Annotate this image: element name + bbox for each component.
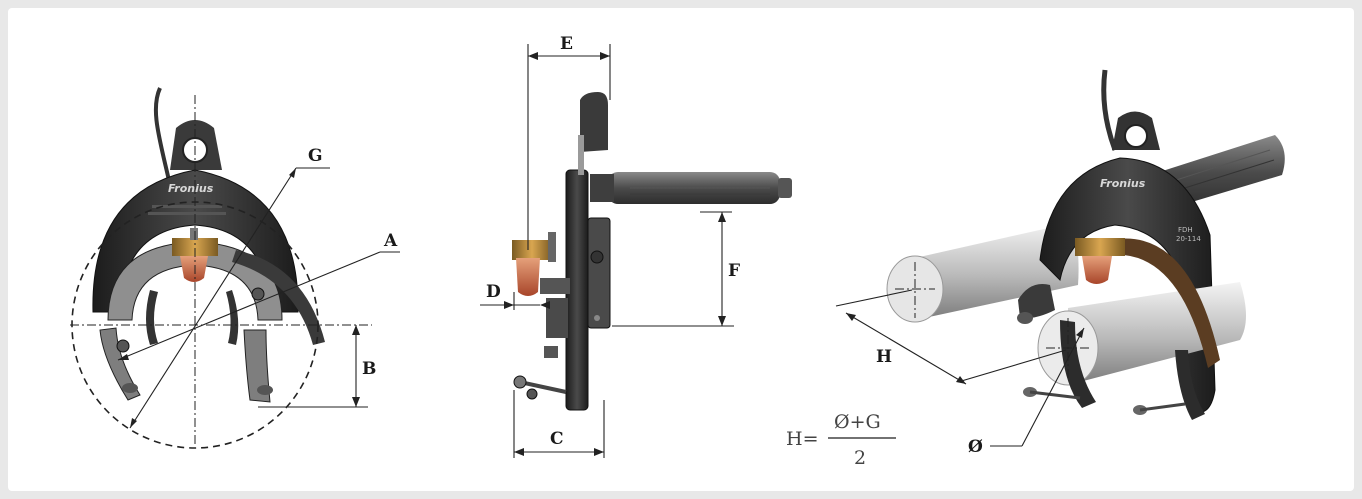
front-view: Fronius (70, 87, 400, 449)
label-b: B (362, 359, 376, 379)
plate-text-1: FDH (1178, 226, 1193, 234)
side-view: E F D C (480, 34, 792, 458)
right-leg (243, 329, 271, 403)
label-c: C (550, 429, 564, 449)
label-f: F (728, 261, 740, 281)
label-a: A (383, 231, 398, 251)
h-dimension (845, 312, 967, 385)
perspective-view: Fronius FDH 20-114 H Ø (835, 69, 1285, 457)
side-torch-nozzle (516, 258, 540, 296)
formula-lhs: H= (786, 428, 819, 450)
back-pipe (915, 222, 1079, 320)
label-e: E (560, 34, 573, 54)
torch-nozzle (180, 256, 208, 282)
formula-numerator: Ø+G (834, 411, 881, 433)
label-d: D (486, 282, 501, 302)
side-plate (580, 92, 608, 152)
diameter-leader (1021, 327, 1085, 447)
cable (153, 87, 172, 186)
formula-denominator: 2 (854, 447, 866, 469)
persp-logo-text: Fronius (1100, 177, 1146, 190)
plate-text-2: 20-114 (1176, 235, 1201, 243)
a-leader (117, 251, 381, 361)
label-diameter: Ø (968, 437, 983, 457)
h-formula: H= Ø+G 2 (786, 411, 896, 469)
persp-housing (1039, 157, 1216, 413)
guide-rail (232, 250, 325, 345)
label-g: G (308, 146, 323, 166)
torch-holder (172, 238, 218, 256)
logo-text: Fronius (168, 182, 214, 195)
g-leader (129, 167, 297, 429)
label-h: H (876, 347, 892, 367)
